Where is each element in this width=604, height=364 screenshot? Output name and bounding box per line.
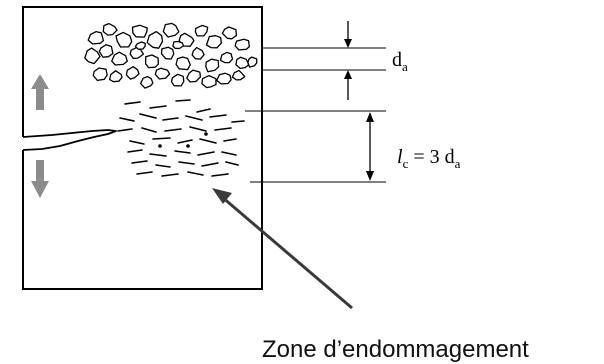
up-arrow-icon	[31, 74, 49, 110]
aggregate-pebble	[125, 66, 140, 80]
aggregate-pebble	[205, 58, 220, 73]
aggregate-cluster	[84, 22, 258, 89]
microcrack	[174, 150, 191, 154]
microcrack	[201, 162, 219, 167]
da-arrow-bottom-head	[344, 70, 352, 79]
microcrack	[199, 138, 217, 144]
microcrack	[131, 160, 148, 164]
aggregate-pebble	[160, 46, 175, 60]
specimen-outline	[22, 6, 263, 290]
microcrack	[221, 151, 237, 156]
microcrack-zone	[117, 99, 245, 177]
microcrack	[164, 128, 182, 132]
aggregate-pebble	[216, 72, 232, 85]
microcrack	[161, 173, 179, 177]
microcrack	[139, 113, 157, 119]
microcrack	[129, 140, 145, 145]
microcrack	[155, 164, 171, 168]
microcrack	[231, 120, 245, 123]
down-arrow-icon	[31, 160, 49, 198]
leader-arrow	[212, 188, 353, 310]
aggregate-pebble	[219, 51, 234, 64]
microcrack	[196, 108, 211, 113]
dimension-lc	[245, 110, 386, 183]
aggregate-pebble	[115, 31, 133, 48]
microcrack	[152, 137, 171, 140]
microcrack	[175, 99, 191, 102]
microcrack-dot	[158, 144, 162, 148]
microcrack	[149, 105, 167, 109]
aggregate-pebble	[205, 35, 222, 49]
aggregate-pebble	[201, 74, 217, 89]
aggregate-pebble	[235, 56, 250, 70]
aggregate-pebble	[92, 67, 108, 82]
aggregate-pebble	[247, 56, 258, 68]
caption: Zone d’endommagement	[262, 336, 529, 363]
aggregate-pebble	[231, 69, 246, 81]
microcrack	[178, 161, 195, 165]
microcrack	[189, 126, 207, 132]
microcrack	[127, 149, 143, 153]
aggregate-pebble	[144, 54, 159, 69]
aggregate-pebble	[194, 24, 209, 37]
microcrack	[136, 171, 153, 175]
aggregate-pebble	[111, 51, 128, 66]
da-label: da	[392, 49, 408, 74]
lc-arrow-head-top	[366, 112, 374, 122]
aggregate-pebble	[134, 41, 146, 50]
microcrack	[187, 171, 204, 176]
leader-arrow-head	[212, 188, 232, 204]
leader-line	[221, 195, 353, 310]
aggregate-pebble	[186, 69, 202, 83]
aggregate-pebble	[172, 40, 185, 50]
microcrack	[149, 153, 167, 157]
microcrack	[124, 101, 141, 105]
microcrack	[117, 128, 133, 132]
microcrack	[162, 117, 179, 121]
dimension-da	[262, 21, 386, 100]
microcrack	[119, 117, 135, 122]
microcrack	[223, 138, 237, 142]
microcrack	[225, 161, 239, 166]
microcrack	[185, 115, 203, 121]
microcrack	[211, 173, 229, 177]
microcrack	[214, 127, 232, 131]
aggregate-pebble	[131, 24, 148, 38]
lc-label: lc = 3 da	[397, 146, 461, 171]
aggregate-pebble	[191, 46, 205, 60]
aggregate-pebble	[162, 22, 180, 38]
aggregate-pebble	[221, 26, 238, 40]
microcrack-dot	[186, 144, 190, 148]
specimen	[22, 6, 263, 290]
aggregate-pebble	[175, 56, 191, 71]
microcrack	[209, 114, 227, 118]
aggregate-pebble	[170, 73, 185, 87]
microcrack	[141, 127, 157, 133]
aggregate-pebble	[108, 70, 123, 83]
aggregate-pebble	[139, 75, 154, 89]
aggregate-pebble	[146, 30, 164, 49]
lc-arrow-head-bottom	[366, 171, 374, 181]
aggregate-pebble	[87, 30, 105, 45]
microcrack-dot	[204, 132, 208, 136]
aggregate-pebble	[234, 38, 250, 51]
microcrack	[197, 151, 215, 156]
da-arrow-top-head	[344, 39, 352, 48]
aggregate-pebble	[98, 44, 114, 58]
notch-crack	[22, 129, 117, 151]
aggregate-pebble	[102, 22, 118, 36]
aggregate-pebble	[84, 47, 101, 65]
aggregate-pebble	[154, 67, 171, 80]
microcrack	[177, 139, 193, 144]
